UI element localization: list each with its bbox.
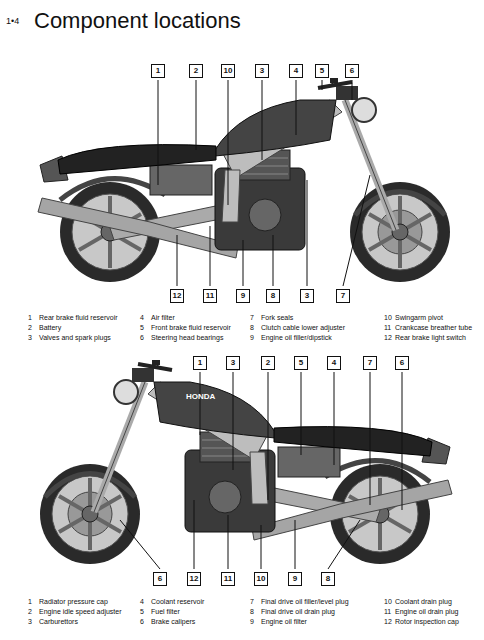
page-number: 1•4 bbox=[6, 16, 19, 26]
callout-number: 11 bbox=[203, 289, 217, 303]
callout-number: 3 bbox=[300, 289, 314, 303]
key-number: 2 bbox=[28, 323, 32, 332]
key-number: 7 bbox=[250, 313, 254, 322]
part-name: Coolant reservoir bbox=[151, 597, 204, 606]
part-name: Front brake fluid reservoir bbox=[151, 323, 231, 332]
callout-number: 1 bbox=[193, 356, 207, 370]
part-name: Swingarm pivot bbox=[395, 313, 443, 322]
part-name: Radiator pressure cap bbox=[39, 597, 108, 606]
callout-number: 4 bbox=[289, 64, 303, 78]
page-title: Component locations bbox=[34, 8, 241, 34]
key-number: 3 bbox=[28, 333, 32, 342]
part-name: Engine oil filter bbox=[261, 617, 307, 626]
key-number: 6 bbox=[140, 617, 144, 626]
part-name: Steering head bearings bbox=[151, 333, 223, 342]
part-name: Engine oil drain plug bbox=[395, 607, 458, 616]
key-number: 9 bbox=[250, 617, 254, 626]
key-number: 5 bbox=[140, 607, 144, 616]
part-name: Coolant drain plug bbox=[395, 597, 452, 606]
tank-logo: HONDA bbox=[186, 392, 215, 401]
part-name: Fuel filter bbox=[151, 607, 180, 616]
key-number: 6 bbox=[140, 333, 144, 342]
part-name: Engine idle speed adjuster bbox=[39, 607, 122, 616]
key-number: 9 bbox=[250, 333, 254, 342]
motorcycle-right-side bbox=[38, 78, 450, 282]
part-name: Clutch cable lower adjuster bbox=[261, 323, 345, 332]
key-number: 8 bbox=[250, 323, 254, 332]
callout-number: 9 bbox=[236, 289, 250, 303]
callout-number: 7 bbox=[336, 289, 350, 303]
part-name: Air filter bbox=[151, 313, 175, 322]
key-number: 3 bbox=[28, 617, 32, 626]
key-number: 2 bbox=[28, 607, 32, 616]
key-number: 12 bbox=[384, 333, 392, 342]
key-number: 10 bbox=[384, 313, 392, 322]
part-name: Carburettors bbox=[39, 617, 78, 626]
key-number: 11 bbox=[384, 323, 391, 332]
callout-number: 12 bbox=[170, 289, 184, 303]
key-number: 1 bbox=[28, 313, 32, 322]
part-name: Battery bbox=[39, 323, 61, 332]
part-name: Final drive oil filler/level plug bbox=[261, 597, 349, 606]
callout-number: 3 bbox=[226, 356, 240, 370]
callout-number: 11 bbox=[221, 572, 235, 586]
leader-lines bbox=[120, 80, 402, 569]
part-name: Crankcase breather tube bbox=[395, 323, 472, 332]
callout-number: 3 bbox=[255, 64, 269, 78]
part-name: Brake calipers bbox=[151, 617, 195, 626]
key-number: 12 bbox=[384, 617, 392, 626]
callout-number: 6 bbox=[153, 572, 167, 586]
callout-number: 12 bbox=[187, 572, 201, 586]
part-name: Final drive oil drain plug bbox=[261, 607, 335, 616]
callout-number: 2 bbox=[261, 356, 275, 370]
key-number: 8 bbox=[250, 607, 254, 616]
part-name: Valves and spark plugs bbox=[39, 333, 111, 342]
part-name: Rear brake light switch bbox=[395, 333, 466, 342]
callout-number: 5 bbox=[315, 64, 329, 78]
callout-number: 2 bbox=[189, 64, 203, 78]
key-number: 1 bbox=[28, 597, 32, 606]
part-name: Rotor inspection cap bbox=[395, 617, 459, 626]
callout-number: 10 bbox=[254, 572, 268, 586]
callout-number: 7 bbox=[363, 356, 377, 370]
part-name: Fork seals bbox=[261, 313, 293, 322]
callout-number: 10 bbox=[221, 64, 235, 78]
key-number: 4 bbox=[140, 597, 144, 606]
callout-number: 6 bbox=[345, 64, 359, 78]
callout-number: 1 bbox=[151, 64, 165, 78]
motorcycle-left-side bbox=[40, 360, 452, 564]
key-number: 4 bbox=[140, 313, 144, 322]
key-number: 10 bbox=[384, 597, 392, 606]
key-number: 5 bbox=[140, 323, 144, 332]
callout-number: 4 bbox=[327, 356, 341, 370]
callout-number: 8 bbox=[266, 289, 280, 303]
key-number: 11 bbox=[384, 607, 391, 616]
callout-number: 5 bbox=[294, 356, 308, 370]
part-name: Rear brake fluid reservoir bbox=[39, 313, 118, 322]
part-name: Engine oil filler/dipstick bbox=[261, 333, 332, 342]
callout-number: 6 bbox=[395, 356, 409, 370]
callout-number: 8 bbox=[321, 572, 335, 586]
key-number: 7 bbox=[250, 597, 254, 606]
callout-number: 9 bbox=[288, 572, 302, 586]
